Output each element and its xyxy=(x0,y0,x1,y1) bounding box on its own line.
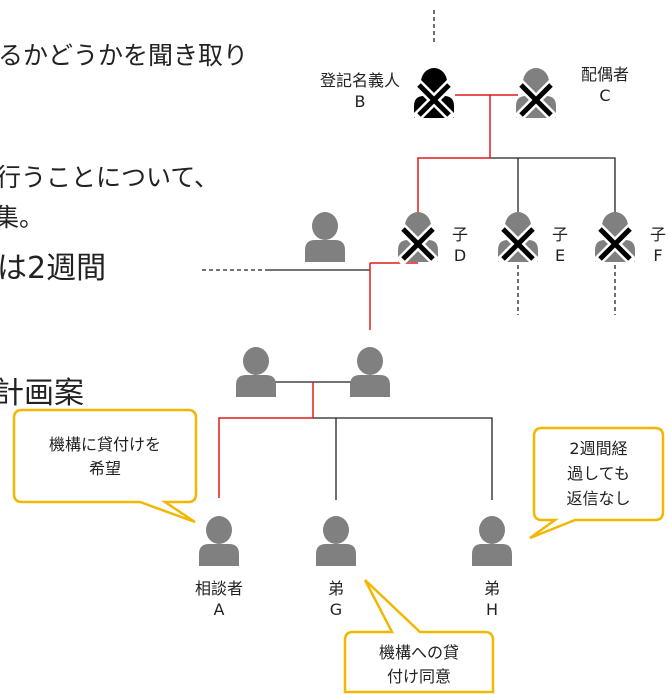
text-line-2: 行うことについて、 xyxy=(0,163,220,192)
label-brother-h: 弟 H xyxy=(483,579,500,619)
red-inheritance-lines xyxy=(218,94,518,498)
label-consultant: 相談者 A xyxy=(194,579,243,619)
text-line-4: は2週間 xyxy=(0,251,107,286)
brother-h xyxy=(472,516,512,566)
child-d-spouse xyxy=(305,212,345,262)
callout-consultant-text: 機構に貸付けを 希望 xyxy=(48,435,161,478)
label-child-d: 子 D xyxy=(451,225,468,265)
spouse-c xyxy=(516,68,556,118)
child-d xyxy=(398,212,438,262)
label-registered-owner: 登記名義人 B xyxy=(319,71,400,111)
callout-brother-h-bubble xyxy=(529,426,665,540)
child-e xyxy=(498,212,538,262)
child-f xyxy=(595,212,635,262)
label-spouse: 配偶者 C xyxy=(580,65,629,105)
callout-brother-g-text: 機構への貸 付け同意 xyxy=(378,643,459,686)
registered-owner-b xyxy=(414,68,454,118)
callout-brother-h-text: 2週間経 過しても 返信なし xyxy=(566,439,631,508)
text-line-1: るかどうかを聞き取り xyxy=(0,41,249,70)
brother-g xyxy=(316,516,356,566)
text-line-3: 集。 xyxy=(0,203,45,232)
parent-right xyxy=(350,347,390,397)
text-line-5: 計画案 xyxy=(0,376,84,411)
label-child-e: 子 E xyxy=(551,225,568,265)
label-brother-g: 弟 G xyxy=(327,579,344,619)
parent-left xyxy=(236,347,276,397)
consultant-a xyxy=(199,516,239,566)
label-child-f: 子 F xyxy=(649,225,666,265)
callout-consultant-bubble xyxy=(12,408,198,524)
callout-brother-g-bubble xyxy=(343,579,495,694)
